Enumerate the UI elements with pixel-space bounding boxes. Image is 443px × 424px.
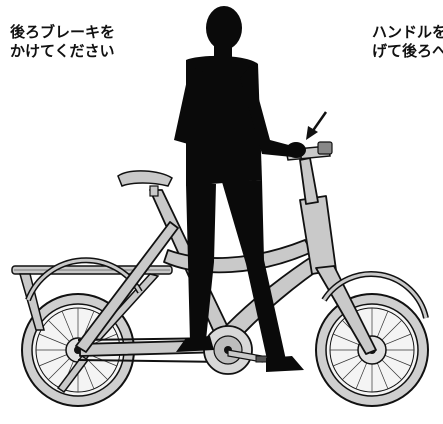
saddle bbox=[117, 170, 173, 197]
person-silhouette bbox=[174, 6, 306, 372]
caption-left: 後ろブレーキを かけてください bbox=[10, 23, 116, 60]
kickstand bbox=[56, 354, 90, 394]
chainring bbox=[203, 325, 273, 375]
arrow-icon bbox=[306, 111, 328, 140]
caption-right: ハンドルを げて後ろへ bbox=[372, 23, 443, 60]
